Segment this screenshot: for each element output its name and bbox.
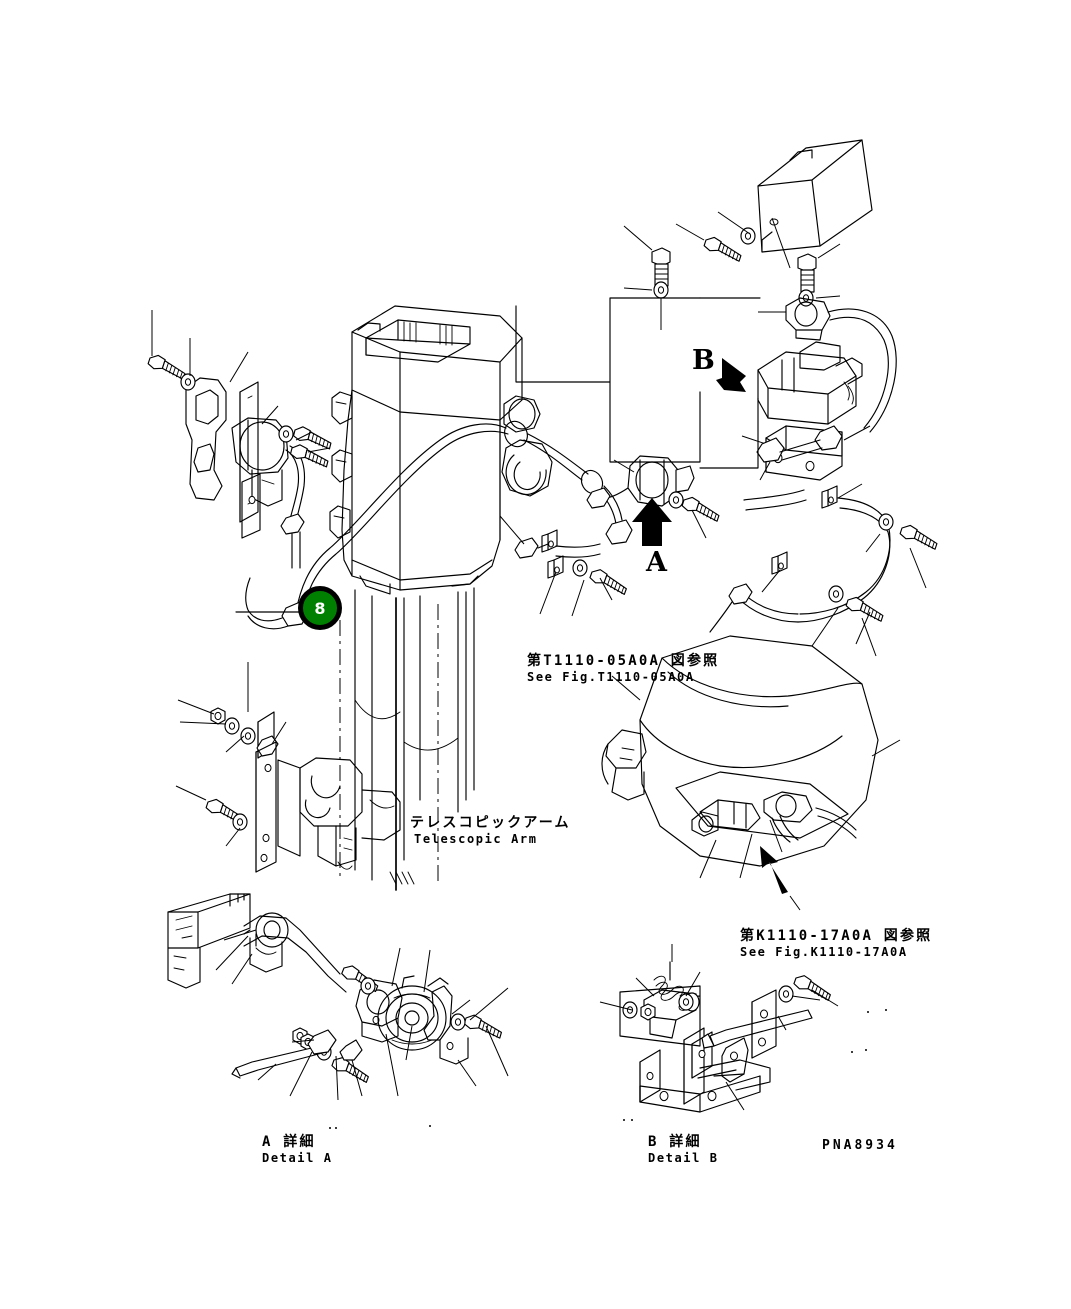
detail-b-label-jp: B 詳細 [648,1134,702,1150]
lower-right-housing [601,611,901,911]
left-lower-mount-plate [175,662,301,873]
detail-a-label-en: Detail A [262,1151,333,1165]
telescopic-arm-label-jp: テレスコピックアーム [410,815,571,831]
section-arrows [632,358,746,546]
section-b-arrow [716,358,746,392]
section-a-arrow [632,498,672,546]
detail-a-view [167,893,509,1101]
detail-b-view [599,944,839,1113]
see-fig-t1110-label-jp: 第T1110-05A0A 図参照 [527,653,720,669]
main-wire-harness [245,420,633,630]
section-b-bracket [741,341,871,481]
upper-right-clamp [758,297,897,433]
see-fig-k1110-label-en: See Fig.K1110-17A0A [740,945,908,959]
scan-artifacts [329,1009,887,1129]
detail-a-label-jp: A 詳細 [262,1134,316,1150]
see-fig-k1110-label-jp: 第K1110-17A0A 図参照 [740,928,933,944]
section-marker-b-letter: B [692,345,715,376]
part-number-label: PNA8934 [822,1138,898,1153]
telescopic-arm-label-en: Telescopic Arm [414,832,538,846]
detail-b-label-en: Detail B [648,1151,719,1165]
section-marker-a-letter: A [646,547,667,578]
main-arm-body [299,305,553,891]
upper-right-cover-box [623,139,897,433]
callout-marker-8-label: 8 [314,598,326,618]
callout-marker-8[interactable]: 8 [298,586,342,630]
view-boundary-lines [235,297,761,613]
upper-right-fasteners [797,243,841,307]
right-harness-clamps [709,483,941,657]
b-group-top-connector [756,425,843,481]
upper-left-fasteners [623,225,671,330]
left-solenoid-bracket [146,310,334,569]
see-fig-t1110-label-en: See Fig.T1110-05A0A [527,670,695,684]
